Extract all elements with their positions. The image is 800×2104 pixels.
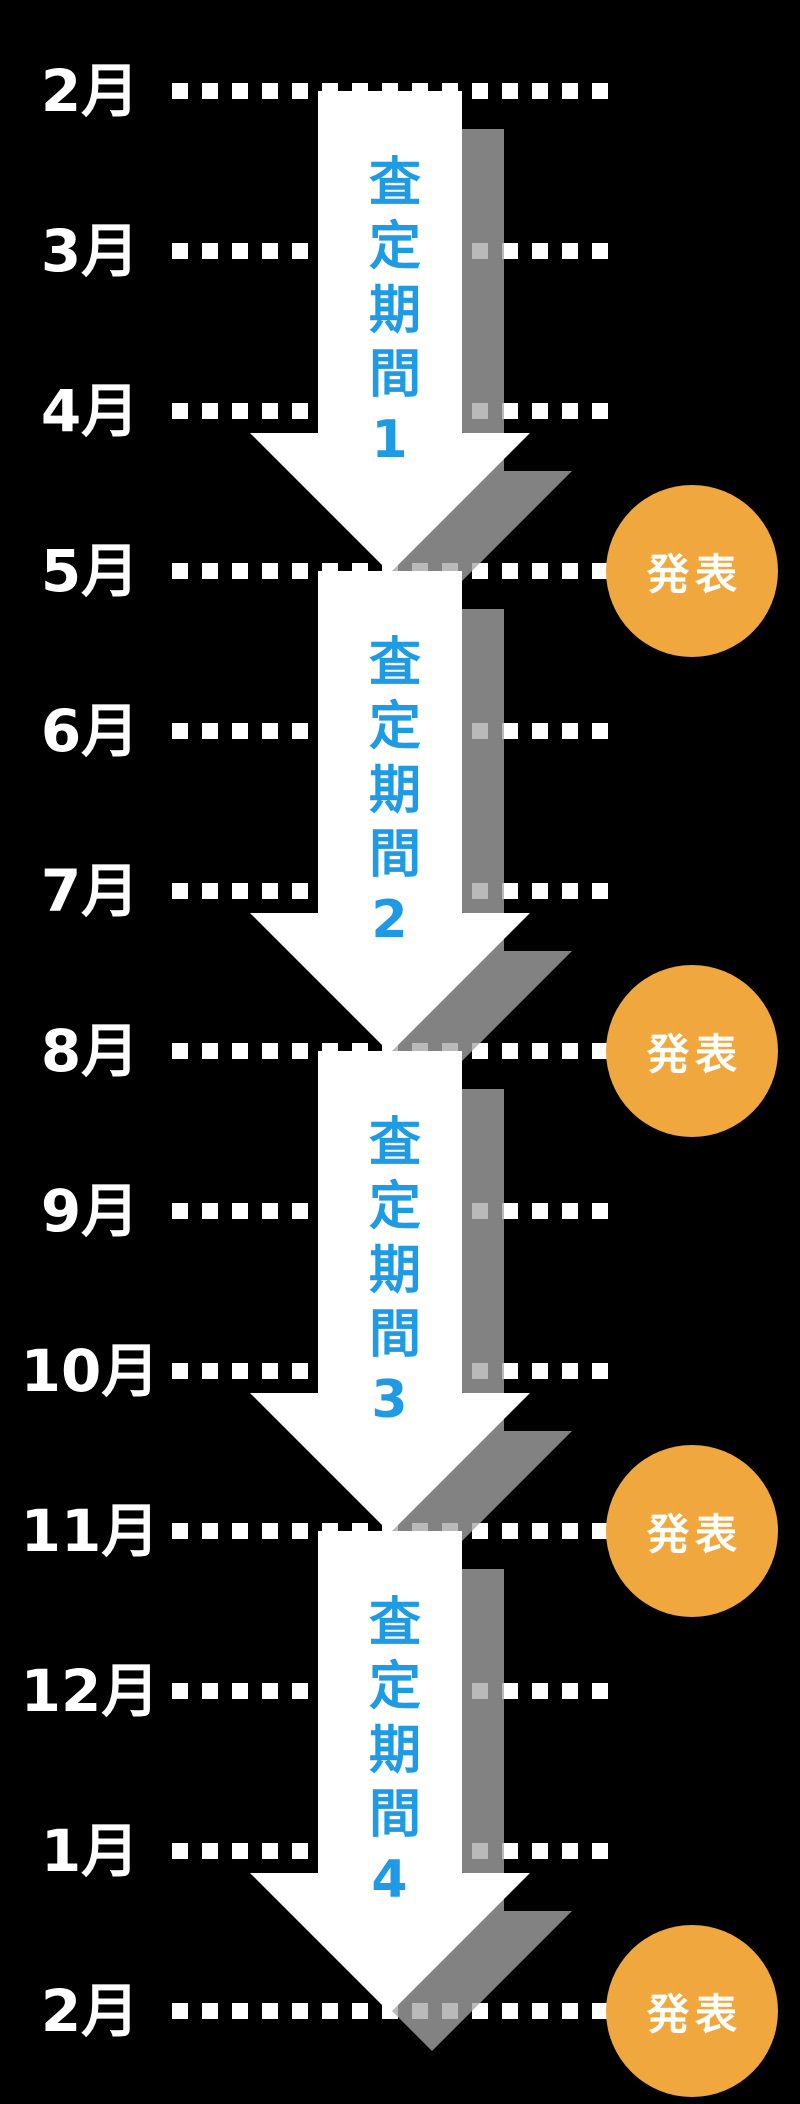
announcement-label: 発表 bbox=[646, 1029, 743, 1079]
announcement-label: 発表 bbox=[646, 1989, 743, 2039]
assessment-period-label: 査定期間3 bbox=[359, 1113, 420, 1442]
month-label: 6月 bbox=[40, 697, 140, 765]
month-label: 11月 bbox=[20, 1497, 160, 1565]
announcement-badge: 発表 bbox=[606, 1445, 778, 1617]
month-label: 2月 bbox=[40, 57, 140, 125]
announcement-badge: 発表 bbox=[606, 1925, 778, 2097]
assessment-period-label: 査定期間2 bbox=[359, 633, 420, 962]
announcement-label: 発表 bbox=[646, 549, 743, 599]
month-label: 1月 bbox=[40, 1817, 140, 1885]
month-label: 12月 bbox=[20, 1657, 160, 1725]
month-label: 9月 bbox=[40, 1177, 140, 1245]
announcement-badge: 発表 bbox=[606, 965, 778, 1137]
month-label: 4月 bbox=[40, 377, 140, 445]
assessment-period-label: 査定期間4 bbox=[359, 1593, 420, 1922]
assessment-period-label: 査定期間1 bbox=[359, 153, 420, 482]
month-label: 5月 bbox=[40, 537, 140, 605]
month-label: 8月 bbox=[40, 1017, 140, 1085]
announcement-label: 発表 bbox=[646, 1509, 743, 1559]
month-label: 7月 bbox=[40, 857, 140, 925]
month-label: 3月 bbox=[40, 217, 140, 285]
announcement-badge: 発表 bbox=[606, 485, 778, 657]
month-label: 10月 bbox=[20, 1337, 160, 1405]
month-label: 2月 bbox=[40, 1977, 140, 2045]
